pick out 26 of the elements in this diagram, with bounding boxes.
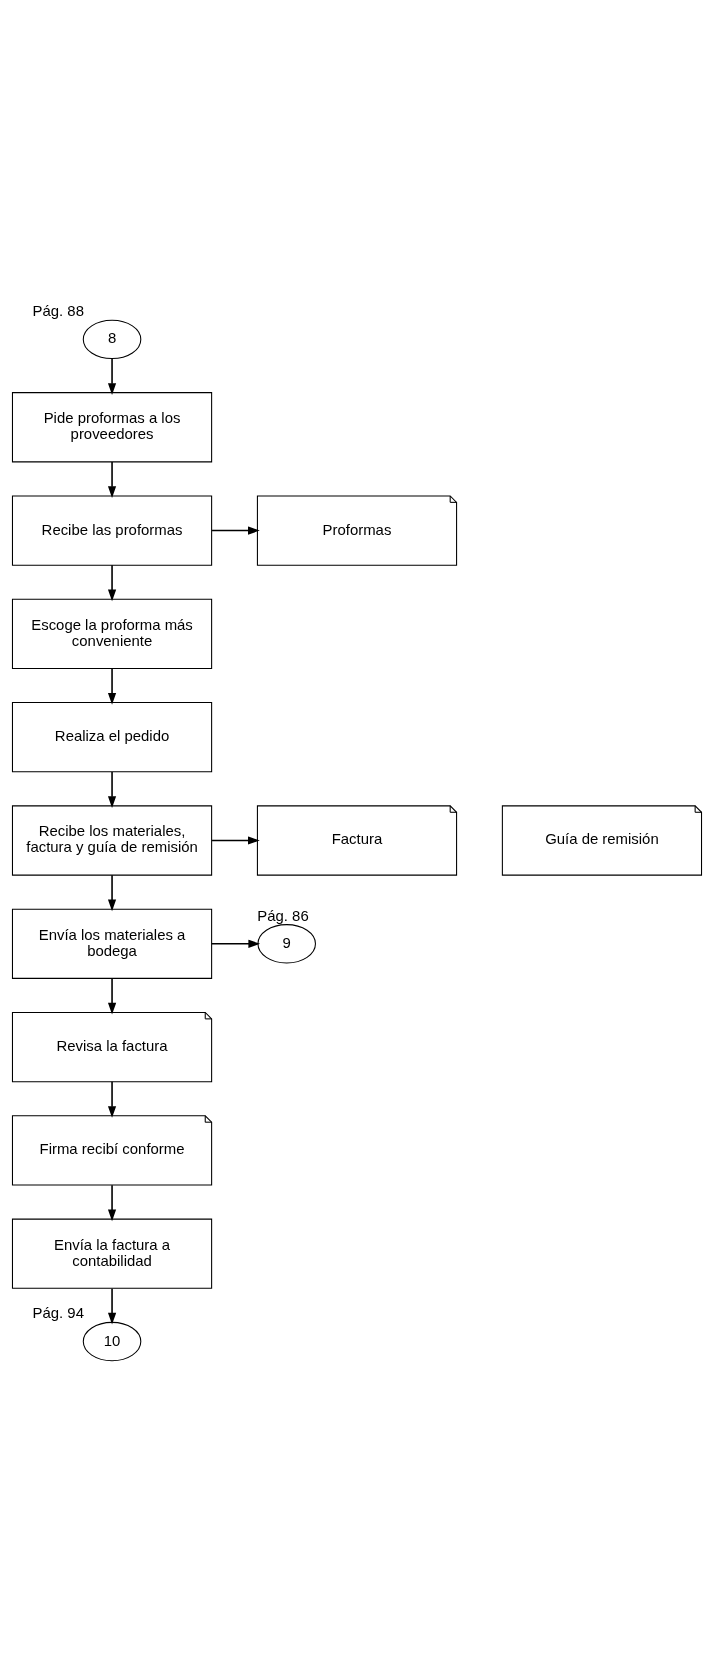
arrow [107,1287,117,1325]
node-box: Envía los materiales a bodega [11,908,213,979]
arrow [107,873,117,911]
node-box: Envía la factura a contabilidad [11,1218,213,1289]
arrow [107,977,117,1015]
arrow [107,460,117,498]
node-label: Pág. 88 [32,302,84,319]
arrow [107,1080,117,1118]
arrow [107,667,117,705]
node-box: Recibe los materiales, factura y guía de remisión [11,804,213,876]
node-ellipse: 10 [82,1321,142,1361]
node-label: Pág. 86 [257,907,309,924]
arrow [107,357,117,395]
arrow [107,564,117,601]
arrow [107,770,117,808]
node-box: Recibe las proformas [11,494,213,566]
arrow [211,835,260,845]
node-box: Realiza el pedido [11,701,213,772]
arrow [107,1183,117,1221]
arrow [210,939,261,948]
node-box: Pide proformas a los proveedores [11,391,213,462]
node-label: Pág. 94 [32,1304,84,1321]
arrow [211,525,260,535]
node-ellipse: 9 [257,923,316,963]
node-box: Escoge la proforma más conveniente [11,598,213,669]
node-ellipse: 8 [82,319,142,359]
